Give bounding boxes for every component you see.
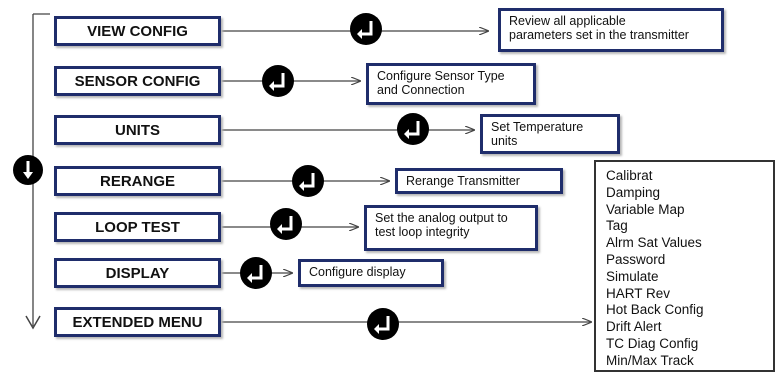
submenu-item-tag[interactable]: Tag [606,218,628,234]
extended-menu-list: Calibrat Damping Variable Map Tag Alrm S… [594,160,775,372]
menu-item-sensor-config[interactable]: SENSOR CONFIG [54,66,221,96]
description-line: test loop integrity [375,225,470,239]
submenu-item-variable-map[interactable]: Variable Map [606,201,685,217]
menu-item-label: RERANGE [99,172,175,190]
scroll-arrowhead [25,315,41,330]
description-line: parameters set in the transmitter [509,28,689,42]
menu-item-label: VIEW CONFIG [87,22,188,40]
submenu-item-simulate[interactable]: Simulate [606,268,659,284]
submenu-item-calibrat[interactable]: Calibrat [606,168,653,183]
description-line: Rerange Transmitter [406,174,520,188]
submenu-item-alrm-sat-values[interactable]: Alrm Sat Values [606,235,702,251]
submenu-item-password[interactable]: Password [606,251,666,267]
enter-icon[interactable] [367,308,399,340]
description-line: and Connection [377,83,465,97]
menu-item-loop-test[interactable]: LOOP TEST [54,212,221,242]
enter-icon[interactable] [350,13,382,45]
description-rerange: Rerange Transmitter [395,168,563,194]
submenu-item-min-max-track[interactable]: Min/Max Track [606,352,694,368]
description-line: Configure Sensor Type [377,69,505,83]
submenu-item-damping[interactable]: Damping [606,184,661,200]
menu-item-label: UNITS [115,121,160,139]
description-loop-test: Set the analog output to test loop integ… [364,205,538,251]
description-line: Configure display [309,265,406,279]
menu-item-view-config[interactable]: VIEW CONFIG [54,16,221,46]
description-line: Set the analog output to [375,211,508,225]
enter-icon[interactable] [240,257,272,289]
description-display: Configure display [298,259,444,287]
enter-icon[interactable] [270,208,302,240]
menu-item-label: LOOP TEST [95,218,180,236]
enter-icon[interactable] [292,165,324,197]
description-line: units [491,134,518,148]
menu-item-units[interactable]: UNITS [54,115,221,145]
menu-item-label: DISPLAY [105,264,170,282]
enter-icon[interactable] [262,65,294,97]
submenu-item-hot-back-config[interactable]: Hot Back Config [606,302,704,318]
enter-icon[interactable] [397,113,429,145]
menu-item-rerange[interactable]: RERANGE [54,166,221,196]
description-view-config: Review all applicable parameters set in … [498,8,724,52]
menu-item-extended-menu[interactable]: EXTENDED MENU [54,307,221,337]
description-units: Set Temperature units [480,114,620,154]
menu-item-label: SENSOR CONFIG [74,72,201,90]
description-sensor-config: Configure Sensor Type and Connection [366,63,536,105]
submenu-item-hart-rev[interactable]: HART Rev [606,285,671,301]
down-arrow-icon[interactable] [13,155,43,185]
submenu-item-drift-alert[interactable]: Drift Alert [606,319,662,335]
description-line: Review all applicable [509,14,626,28]
submenu-item-tc-diag-config[interactable]: TC Diag Config [606,335,699,351]
menu-item-label: EXTENDED MENU [72,313,203,331]
description-line: Set Temperature [491,120,584,134]
menu-item-display[interactable]: DISPLAY [54,258,221,288]
